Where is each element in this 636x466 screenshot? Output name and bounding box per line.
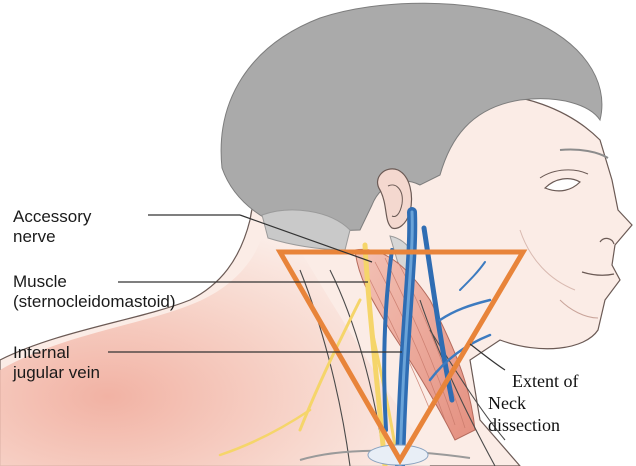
accessory-nerve-label: Accessory nerve xyxy=(13,207,91,247)
extent-of-neck-dissection-label: Extent of Neck dissection xyxy=(488,370,578,436)
muscle-label: Muscle (sternocleidomastoid) xyxy=(13,272,176,312)
internal-jugular-vein-label: Internal jugular vein xyxy=(13,343,100,383)
